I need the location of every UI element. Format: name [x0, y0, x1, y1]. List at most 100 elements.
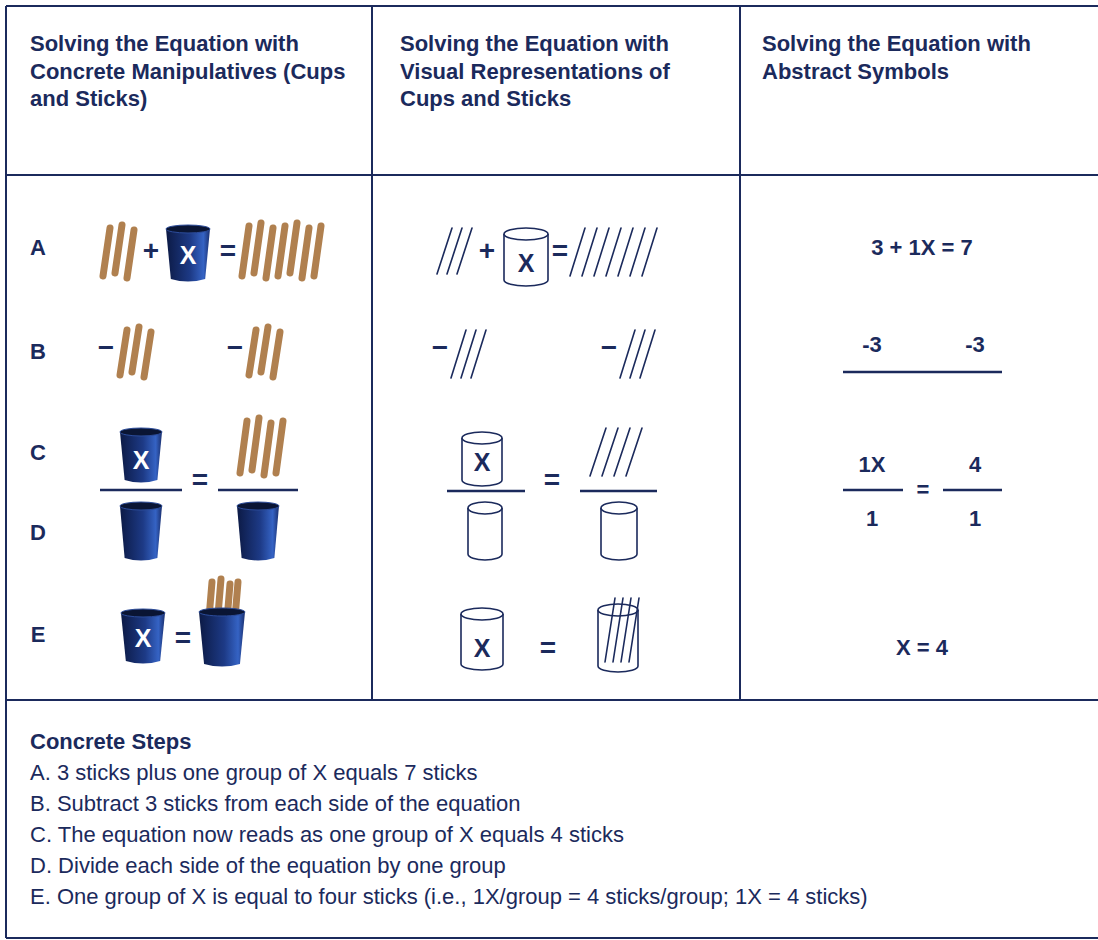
- cylinder: [468, 502, 502, 560]
- table-border: [371, 6, 373, 700]
- cup: [121, 609, 165, 664]
- table-border: [6, 5, 1098, 7]
- stick: [240, 421, 247, 473]
- operator-symbol: −: [227, 331, 243, 365]
- step-text: E. One group of X is equal to four stick…: [30, 884, 868, 910]
- variable-label: X: [133, 445, 150, 475]
- cup-body: [199, 612, 245, 667]
- column-header: Solving the Equation with Visual Represe…: [400, 30, 680, 113]
- operator-symbol: +: [143, 234, 159, 268]
- cup-body: [237, 506, 279, 561]
- cup: [199, 608, 245, 667]
- table-border: [739, 6, 741, 700]
- equation-text: -3: [862, 332, 882, 358]
- slash-stick: [605, 598, 615, 662]
- column-header: Solving the Equation with Abstract Symbo…: [762, 30, 1062, 85]
- row-letter: C: [30, 440, 46, 466]
- variable-label: X: [474, 447, 491, 477]
- slash-stick: [642, 228, 657, 276]
- stick: [249, 330, 256, 375]
- slash-stick: [626, 428, 642, 476]
- cylinder-rim: [598, 604, 638, 616]
- stick: [132, 327, 139, 372]
- operator-symbol: =: [192, 463, 208, 497]
- fraction-bar: [100, 489, 182, 492]
- operator-symbol: −: [98, 331, 114, 365]
- equation-text: 3 + 1X = 7: [871, 235, 973, 261]
- equation-text: X = 4: [896, 635, 948, 661]
- column-header: Solving the Equation with Concrete Manip…: [30, 30, 360, 113]
- fraction-bar: [218, 489, 298, 492]
- stick: [254, 223, 261, 273]
- steps-heading: Concrete Steps: [30, 729, 191, 755]
- cylinder: [601, 502, 637, 560]
- variable-label: X: [518, 248, 535, 278]
- slash-stick: [570, 228, 585, 276]
- equation-text: -3: [965, 332, 985, 358]
- stick: [273, 332, 280, 377]
- cup-rim: [120, 502, 162, 510]
- cup-body: [166, 229, 210, 282]
- cup-body: [121, 613, 165, 664]
- operator-symbol: −: [601, 331, 617, 365]
- cylinder-rim: [504, 228, 548, 240]
- cylinder-body: [462, 438, 502, 486]
- cup-rim: [121, 609, 165, 617]
- slash-stick: [471, 330, 486, 378]
- table-border: [6, 937, 1098, 939]
- table-border: [6, 174, 1098, 176]
- slash-stick: [594, 228, 609, 276]
- slash-stick: [457, 228, 472, 274]
- stick: [266, 228, 273, 278]
- operator-symbol: =: [540, 631, 556, 665]
- row-letter: A: [30, 235, 46, 261]
- equation-text: 4: [969, 452, 981, 478]
- stick: [264, 423, 271, 475]
- cylinder: [461, 608, 503, 670]
- cup-body: [120, 432, 162, 483]
- step-text: B. Subtract 3 sticks from each side of t…: [30, 791, 520, 817]
- fraction-bar: [843, 371, 1002, 374]
- stick: [278, 226, 285, 276]
- stick: [276, 421, 283, 473]
- table-border: [6, 699, 1098, 701]
- cup-body: [120, 506, 162, 561]
- cylinder-rim: [468, 502, 502, 514]
- operator-symbol: =: [175, 621, 191, 655]
- slash-stick: [582, 228, 597, 276]
- stick: [242, 226, 249, 276]
- step-text: D. Divide each side of the equation by o…: [30, 853, 506, 879]
- cylinder: [504, 228, 548, 286]
- cup: [120, 428, 162, 483]
- cylinder-rim: [461, 608, 503, 620]
- cylinder-body: [504, 234, 548, 286]
- operator-symbol: −: [432, 331, 448, 365]
- operator-symbol: =: [544, 463, 560, 497]
- stick: [290, 223, 297, 273]
- equation-text: 1: [969, 506, 981, 532]
- cup: [166, 225, 210, 282]
- stick: [302, 228, 309, 278]
- row-letter: E: [31, 622, 46, 648]
- cup: [237, 502, 279, 561]
- step-text: C. The equation now reads as one group o…: [30, 822, 624, 848]
- stick: [115, 225, 122, 273]
- stick: [127, 230, 134, 278]
- slash-stick: [630, 228, 645, 276]
- row-letter: D: [30, 520, 46, 546]
- operator-symbol: =: [220, 234, 236, 268]
- cylinder-body: [468, 508, 502, 560]
- cylinder: [462, 432, 502, 486]
- cylinder-body: [461, 614, 503, 670]
- slash-stick: [640, 330, 655, 378]
- cylinder-body: [601, 508, 637, 560]
- stick: [144, 332, 151, 377]
- cylinder-rim: [462, 432, 502, 444]
- cup-rim: [237, 502, 279, 510]
- fraction-bar: [943, 489, 1002, 492]
- variable-label: X: [474, 633, 491, 663]
- fraction-bar: [843, 489, 903, 492]
- fraction-bar: [447, 490, 525, 493]
- equation-text: =: [917, 477, 930, 503]
